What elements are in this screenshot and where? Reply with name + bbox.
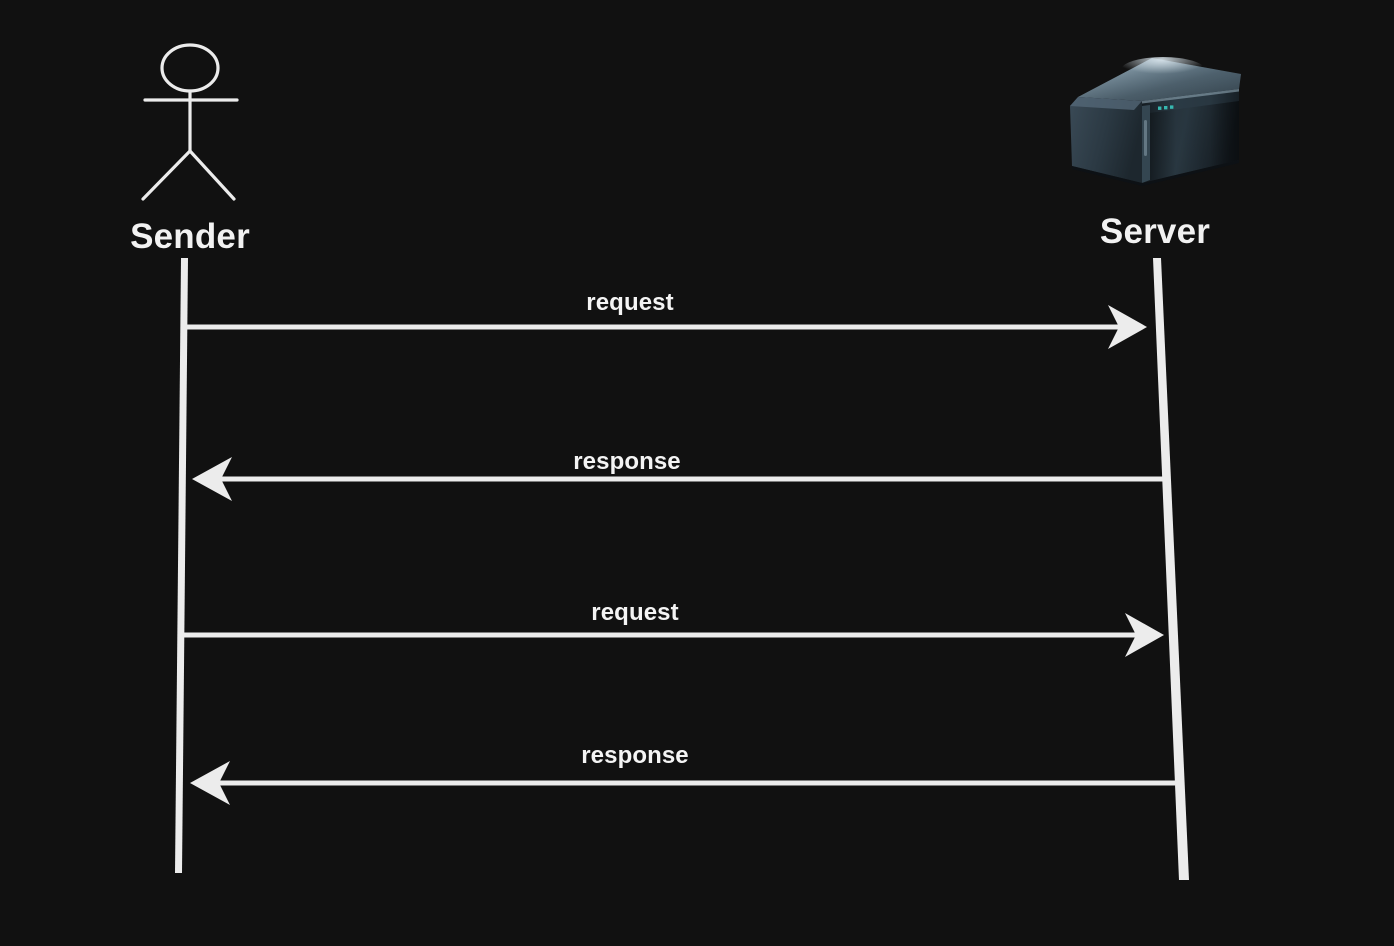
participant-label-sender: Sender [130,217,250,256]
message-arrow-1 [184,305,1147,349]
arrowhead-left [190,761,230,805]
arrowhead-right [1108,305,1147,349]
message-label-1: request [586,289,673,316]
message-label-4: response [581,742,689,769]
message-arrow-2 [192,457,1163,501]
message-label-2: response [573,448,681,475]
stick-figure-actor-icon [141,43,239,201]
server-led-indicator [1164,106,1168,110]
lifeline-server [1153,258,1189,880]
server-blade-bays [1142,89,1239,183]
message-label-3: request [591,599,678,626]
server-led-indicator [1158,106,1162,110]
rack-server-icon [1070,57,1241,186]
participant-label-server: Server [1100,212,1210,251]
message-arrow-4 [190,761,1175,805]
lifeline-sender [175,258,188,873]
arrowhead-left [192,457,232,501]
arrowhead-right [1125,613,1164,657]
server-led-indicator [1170,105,1174,109]
message-arrow-3 [181,613,1164,657]
